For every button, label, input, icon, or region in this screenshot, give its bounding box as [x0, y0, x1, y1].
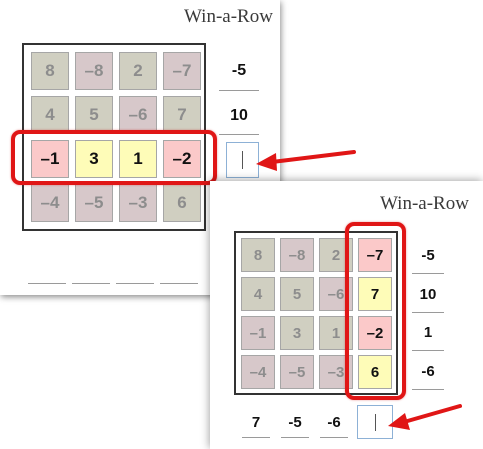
selected-row-cell[interactable]: 3	[75, 140, 113, 178]
grid-cell[interactable]: –5	[280, 355, 314, 389]
column-sum: -5	[288, 414, 302, 431]
number-grid: 8 –8 2 –7 4 5 –6 7 –1 3 1 –2 –4 –5 –3 6	[234, 231, 398, 395]
selected-row-cell[interactable]: –1	[31, 140, 69, 178]
row-sum: 10	[419, 286, 437, 303]
game-title: Win-a-Row	[380, 193, 469, 214]
grid-cell[interactable]: –1	[241, 316, 275, 350]
grid-cell[interactable]: 7	[163, 96, 201, 134]
selected-column-cell[interactable]: –2	[358, 316, 392, 350]
grid-cell[interactable]: –6	[119, 96, 157, 134]
grid-cell[interactable]: –3	[119, 184, 157, 222]
grid-cell[interactable]: –4	[241, 355, 275, 389]
row-sums-view: Win-a-Row 8 –8 2 –7 4 5 –6 7 –1 3 1 –2 –…	[0, 0, 280, 295]
column-sums-view: Win-a-Row 8 –8 2 –7 4 5 –6 7 –1 3 1 –2 –…	[210, 181, 483, 449]
grid-cell[interactable]: –7	[163, 52, 201, 90]
grid-cell[interactable]: 4	[31, 96, 69, 134]
selected-column-cell[interactable]: –7	[358, 238, 392, 272]
grid-cell[interactable]: 8	[241, 238, 275, 272]
grid-cell[interactable]: 4	[241, 277, 275, 311]
sum-underline	[412, 389, 444, 390]
selected-column-cell[interactable]: 7	[358, 277, 392, 311]
selected-row-cell[interactable]: 1	[119, 140, 157, 178]
arrow-left-icon	[256, 150, 356, 171]
row-sum: 1	[423, 324, 433, 341]
grid-cell[interactable]: 8	[31, 52, 69, 90]
grid-cell[interactable]: 2	[119, 52, 157, 90]
col-sum-underline	[320, 437, 348, 438]
col-sum-underline	[160, 283, 198, 284]
sum-underline	[412, 350, 444, 351]
grid-cell[interactable]: 5	[75, 96, 113, 134]
sum-underline	[412, 312, 444, 313]
column-highlight-frame	[345, 222, 406, 400]
grid-cell[interactable]: 5	[280, 277, 314, 311]
row-highlight-frame	[11, 130, 217, 185]
column-sum: -6	[327, 414, 341, 431]
selected-row-cell[interactable]: –2	[163, 140, 201, 178]
sum-underline	[219, 90, 259, 91]
grid-cell[interactable]: –8	[75, 52, 113, 90]
col-sum-underline	[116, 283, 154, 284]
grid-cell[interactable]: 6	[163, 184, 201, 222]
col-sum-underline	[242, 437, 270, 438]
game-title: Win-a-Row	[184, 6, 273, 27]
row-sum: -6	[421, 363, 435, 380]
selected-column-cell[interactable]: 6	[358, 355, 392, 389]
grid-cell[interactable]: –5	[75, 184, 113, 222]
grid-cell[interactable]: –4	[31, 184, 69, 222]
row-sum: -5	[231, 62, 247, 79]
sum-underline	[219, 134, 259, 135]
col-sum-underline	[72, 283, 110, 284]
sum-underline	[412, 273, 444, 274]
col-sum-underline	[28, 283, 66, 284]
number-grid: 8 –8 2 –7 4 5 –6 7 –1 3 1 –2 –4 –5 –3 6	[22, 43, 206, 231]
text-caret	[242, 151, 243, 169]
column-sum-input[interactable]	[357, 405, 393, 439]
grid-cell[interactable]: –8	[280, 238, 314, 272]
row-sum-input[interactable]	[226, 142, 259, 178]
arrow-left-icon	[388, 404, 462, 430]
row-sum: 10	[230, 107, 248, 124]
row-sum: -5	[421, 247, 435, 264]
grid-cell[interactable]: 3	[280, 316, 314, 350]
col-sum-underline	[281, 437, 309, 438]
column-sum: 7	[251, 414, 261, 431]
text-caret	[375, 414, 376, 431]
